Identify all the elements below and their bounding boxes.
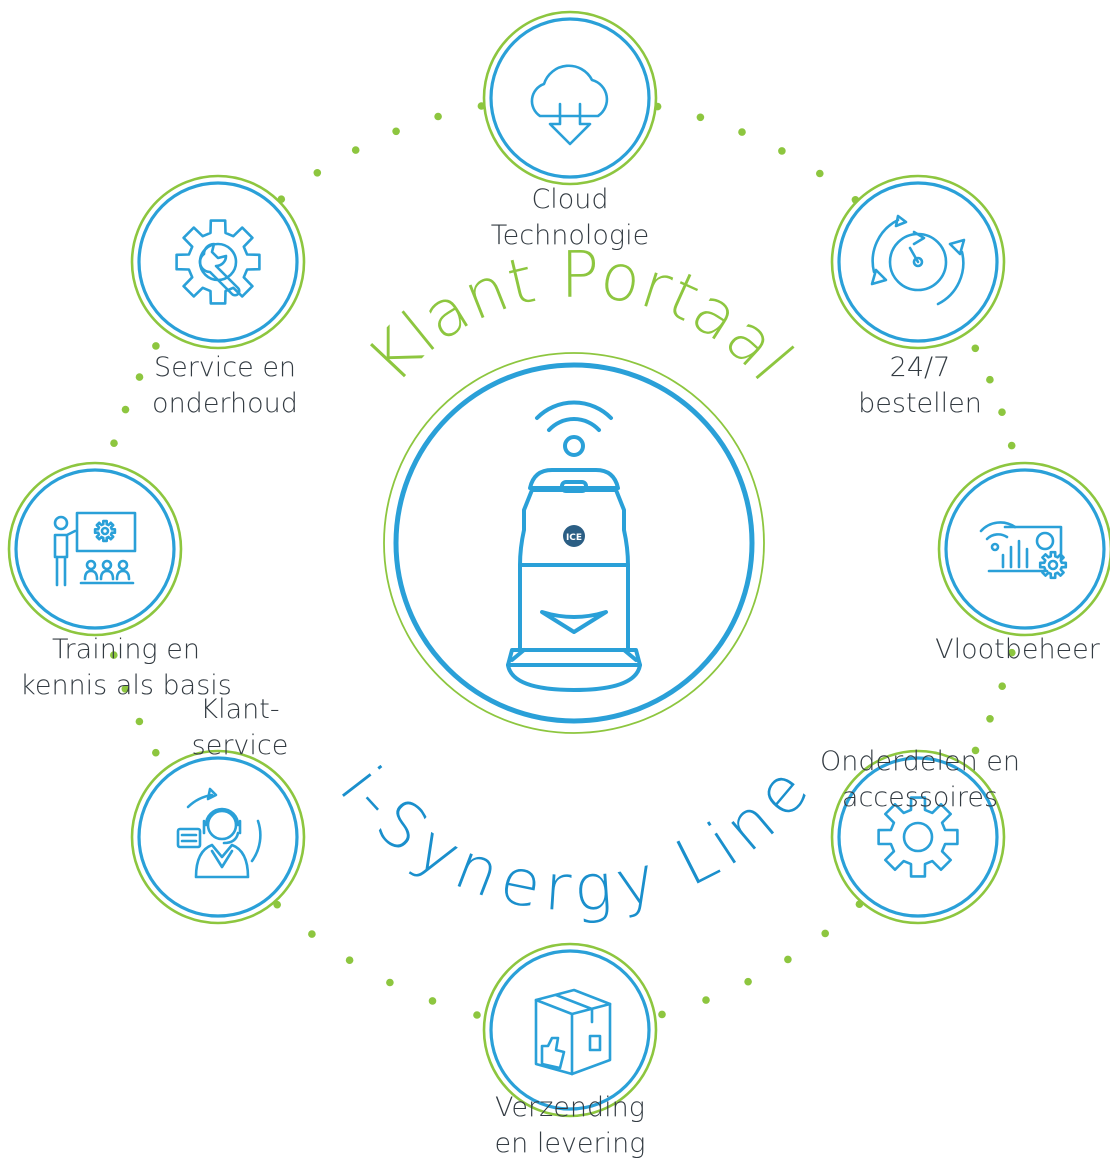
ring-dot — [121, 405, 130, 414]
label-line: bestellen — [858, 388, 982, 419]
ring-dot — [696, 113, 705, 122]
ring-dot — [986, 715, 994, 723]
label-cloud: Cloud Technologie — [470, 182, 670, 254]
package-thumbs-up-icon — [534, 988, 612, 1076]
ring-dot — [816, 169, 824, 178]
label-line: Cloud — [531, 184, 609, 215]
label-fleet: Vlootbeheer — [925, 632, 1110, 668]
headset-agent-icon — [176, 787, 262, 879]
label-line: Verzending — [495, 1092, 645, 1123]
label-line: accessoires — [841, 782, 999, 813]
node-outer-ring — [7, 461, 183, 637]
ring-dot — [971, 746, 980, 755]
label-line: onderhoud — [152, 388, 298, 419]
ring-dot — [998, 408, 1006, 417]
node-inner-ring — [489, 17, 651, 179]
node-shipping — [482, 942, 658, 1118]
node-order — [830, 174, 1006, 350]
ring-dot — [1008, 648, 1016, 657]
node-outer-ring — [937, 461, 1110, 637]
ice-logo — [563, 525, 585, 547]
fleet-dashboard-icon — [979, 521, 1068, 580]
label-line: service — [191, 730, 289, 761]
clock-cycle-icon — [870, 214, 966, 306]
node-cloud — [482, 10, 658, 186]
ring-dot — [110, 651, 118, 659]
ring-dot — [386, 978, 394, 987]
ring-dot — [135, 373, 144, 381]
ring-dot — [778, 147, 786, 155]
ring-dot — [473, 1011, 481, 1019]
node-inner-ring — [837, 756, 999, 918]
node-outer-ring — [130, 749, 306, 925]
presentation-training-icon — [53, 511, 137, 587]
ring-dot — [998, 682, 1006, 690]
ring-dot — [345, 956, 354, 964]
ring-dot — [392, 127, 400, 136]
label-shipping: Verzending en levering — [470, 1090, 670, 1162]
label-parts: Onderdelen en accessoires — [800, 744, 1040, 816]
ring-dot — [110, 439, 118, 448]
cloud-download-icon — [530, 64, 609, 146]
node-parts — [830, 749, 1006, 925]
ring-dot — [702, 996, 710, 1004]
ring-dot — [308, 930, 316, 938]
label-training: Training en kennis als basis — [0, 632, 252, 704]
label-line: Training en — [52, 634, 200, 665]
ring-dot — [428, 997, 437, 1005]
robot-icon — [506, 400, 642, 692]
node-outer-ring — [130, 174, 306, 350]
node-outer-ring — [482, 10, 658, 186]
node-inner-ring — [837, 181, 999, 343]
node-outer-ring — [482, 942, 658, 1118]
label-line: kennis als basis — [20, 670, 232, 701]
ring-dot — [784, 955, 792, 964]
label-line: Service en — [153, 352, 297, 383]
ring-dot — [135, 717, 144, 726]
ring-dot — [121, 685, 130, 693]
node-inner-ring — [137, 181, 299, 343]
label-line: Klant- — [200, 694, 280, 725]
node-support — [130, 749, 306, 925]
node-inner-ring — [14, 468, 176, 630]
center-emblem: ICE Klant Portaal i-Synergy Line — [325, 239, 824, 927]
ring-dot — [313, 169, 322, 177]
label-line: Vlootbeheer — [935, 634, 1100, 665]
node-inner-ring — [489, 949, 651, 1111]
ring-dot — [434, 112, 442, 121]
node-outer-ring — [830, 749, 1006, 925]
gear-icon — [877, 796, 959, 878]
ring-dot — [738, 128, 746, 136]
node-inner-ring — [137, 756, 299, 918]
node-inner-ring — [944, 468, 1106, 630]
label-support: Klant- service — [140, 692, 340, 764]
ice-logo-text: ICE — [566, 533, 582, 543]
ring-dot — [744, 977, 752, 986]
ring-dot — [351, 146, 360, 154]
center-outer-ring — [383, 352, 765, 734]
node-service — [130, 174, 306, 350]
ring-dot — [971, 344, 980, 353]
label-line: Onderdelen en — [819, 746, 1021, 777]
node-training — [7, 461, 183, 637]
ring-dot — [658, 1010, 666, 1019]
ring-dot — [986, 375, 994, 384]
ring-dot — [821, 929, 829, 938]
ring-dot — [152, 342, 160, 350]
gear-wrench-icon — [175, 219, 261, 305]
node-fleet — [937, 461, 1110, 637]
label-order: 24/7 bestellen — [820, 350, 1020, 422]
label-line: en levering — [494, 1128, 646, 1159]
ring-dot — [152, 748, 160, 757]
label-service: Service en onderhoud — [125, 350, 325, 422]
label-line: Technologie — [490, 220, 650, 251]
label-line: 24/7 — [889, 352, 951, 383]
ring-dot — [1007, 441, 1016, 450]
feature-nodes — [7, 10, 1110, 1118]
product-line-title: i-Synergy Line — [325, 753, 824, 926]
